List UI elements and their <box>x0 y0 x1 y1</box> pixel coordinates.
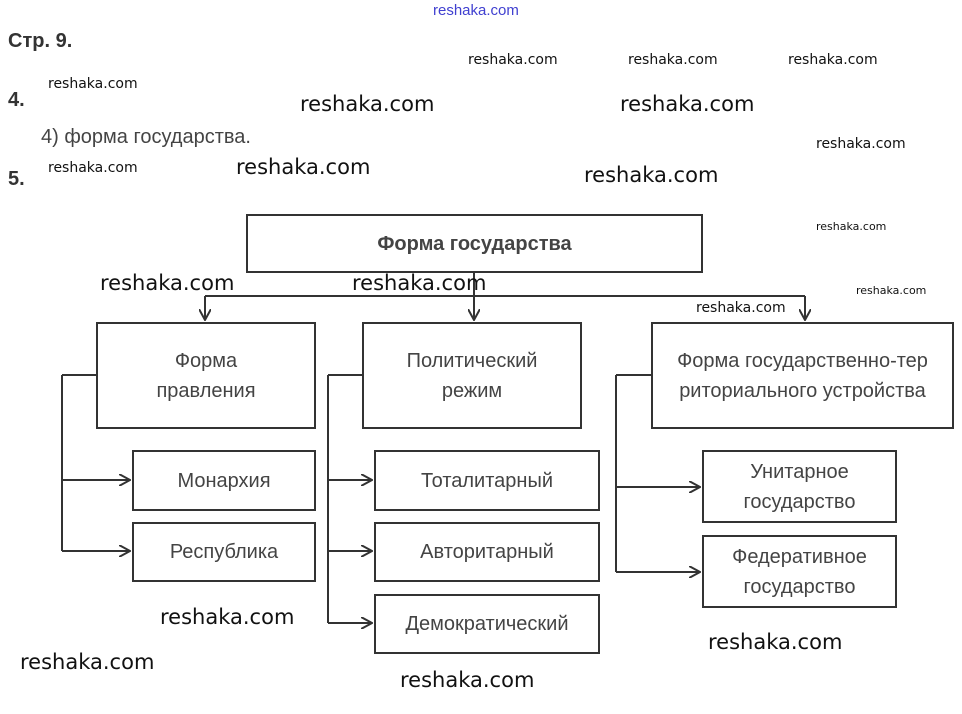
child-box: Демократический <box>374 594 600 654</box>
watermark: reshaka.com <box>584 163 719 187</box>
header-link[interactable]: reshaka.com <box>433 2 519 19</box>
child-box: Федеративное государство <box>702 535 897 608</box>
child-label: Тоталитарный <box>420 469 553 492</box>
watermark: reshaka.com <box>352 271 487 295</box>
watermark: reshaka.com <box>816 220 887 233</box>
watermark: reshaka.com <box>696 300 786 316</box>
child-box: Авторитарный <box>374 522 600 582</box>
child-label: Унитарное государство <box>743 460 856 513</box>
child-label: Республика <box>169 541 279 563</box>
watermark: reshaka.com <box>20 650 155 674</box>
root-box: Форма государства <box>246 214 703 273</box>
child-box: Республика <box>132 522 316 582</box>
watermark: reshaka.com <box>816 136 906 152</box>
watermark: reshaka.com <box>628 52 718 68</box>
branch-box-government-form: Форма правления <box>96 322 316 429</box>
watermark: reshaka.com <box>856 284 927 297</box>
root-label: Форма государства <box>377 232 572 255</box>
task-5-number: 5. <box>8 168 25 190</box>
task-4-number: 4. <box>8 89 25 111</box>
branch-label: Форма государственно-территориального ус… <box>677 349 928 402</box>
watermark: reshaka.com <box>100 271 235 295</box>
watermark: reshaka.com <box>160 605 295 629</box>
child-box: Тоталитарный <box>374 450 600 511</box>
child-label: Федеративное государство <box>732 545 867 598</box>
task-4-answer: 4) форма государства. <box>41 126 251 148</box>
watermark: reshaka.com <box>48 160 138 176</box>
child-label: Авторитарный <box>420 541 554 563</box>
watermark: reshaka.com <box>236 155 371 179</box>
watermark: reshaka.com <box>400 668 535 692</box>
branch-label: Форма правления <box>156 349 256 402</box>
branch-label: Политический режим <box>406 349 538 402</box>
branch-box-political-regime: Политический режим <box>362 322 582 429</box>
watermark: reshaka.com <box>708 630 843 654</box>
child-label: Монархия <box>177 469 271 492</box>
branch-box-territorial-structure: Форма государственно-территориального ус… <box>651 322 954 429</box>
page-label: Стр. 9. <box>8 30 73 52</box>
watermark: reshaka.com <box>620 92 755 116</box>
child-label: Демократический <box>405 613 569 635</box>
child-box: Унитарное государство <box>702 450 897 523</box>
watermark: reshaka.com <box>48 76 138 92</box>
child-box: Монархия <box>132 450 316 511</box>
watermark: reshaka.com <box>788 52 878 68</box>
watermark: reshaka.com <box>300 92 435 116</box>
watermark: reshaka.com <box>468 52 558 68</box>
